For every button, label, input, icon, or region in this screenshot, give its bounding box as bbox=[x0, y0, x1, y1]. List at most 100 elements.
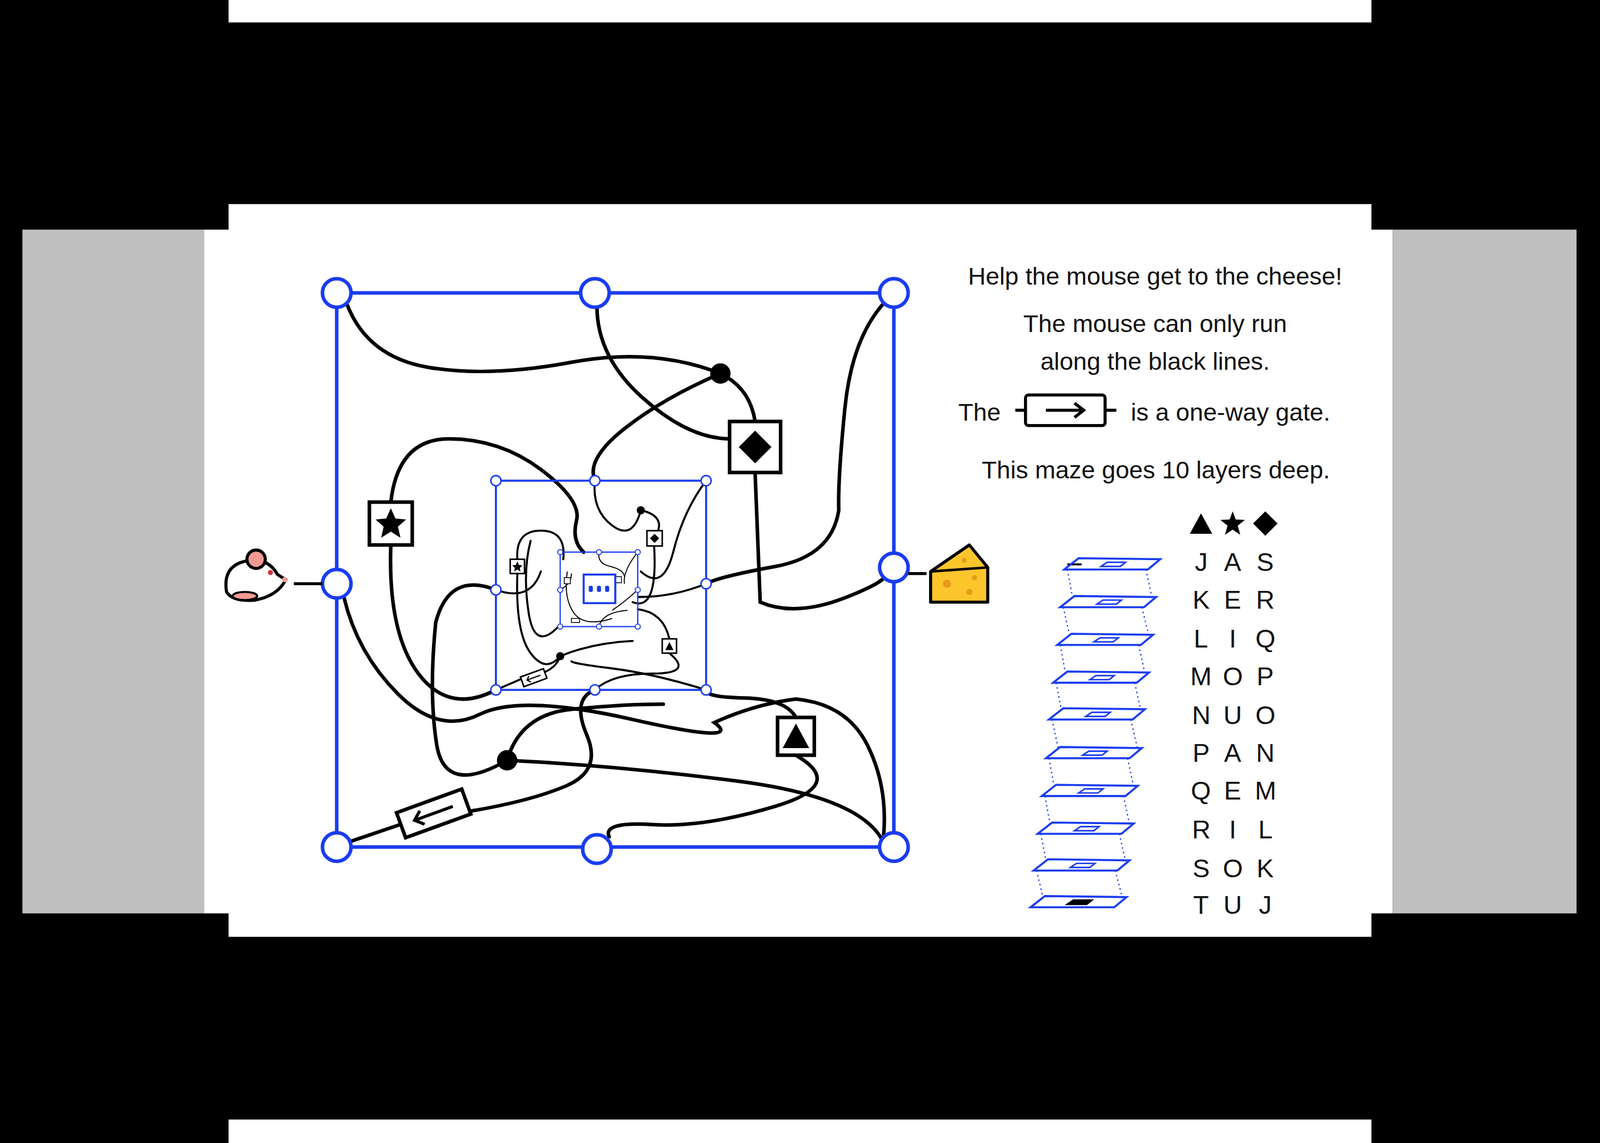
table-cell: R bbox=[1192, 814, 1211, 846]
table-cell: Q bbox=[1190, 775, 1211, 807]
node-circle bbox=[582, 834, 612, 864]
table-cell: U bbox=[1223, 700, 1243, 731]
table-cell: S bbox=[1192, 853, 1210, 884]
node-circle bbox=[589, 684, 600, 695]
maze-line bbox=[706, 301, 886, 584]
table-cell: I bbox=[1229, 814, 1237, 846]
table-cell: A bbox=[1224, 546, 1242, 578]
maze-line bbox=[598, 610, 628, 627]
node-circle bbox=[635, 624, 641, 630]
star-box bbox=[369, 502, 412, 546]
inner-square bbox=[496, 480, 707, 690]
cheese-hole bbox=[961, 557, 967, 563]
maze-line bbox=[640, 510, 659, 531]
layer-icon bbox=[1030, 896, 1127, 908]
maze-line bbox=[608, 754, 818, 837]
outer-circles bbox=[322, 278, 908, 864]
gate-box bbox=[520, 668, 547, 687]
node-circle bbox=[557, 549, 563, 555]
maze-line bbox=[560, 640, 633, 656]
instruction-text: The mouse can only run along the black l… bbox=[999, 304, 1311, 380]
dot bbox=[597, 585, 602, 592]
diamond-symbol bbox=[738, 430, 772, 464]
maze-line bbox=[496, 571, 542, 594]
mouse-eye bbox=[268, 569, 274, 575]
table-cell: O bbox=[1222, 661, 1243, 692]
node-circle bbox=[557, 587, 563, 593]
layer-icon bbox=[1053, 671, 1150, 683]
table-cell: E bbox=[1224, 775, 1242, 807]
cheese-icon bbox=[908, 545, 988, 603]
third-square bbox=[560, 552, 638, 627]
table-cell: A bbox=[1224, 737, 1242, 769]
cheese-hole bbox=[942, 579, 951, 588]
node-circle bbox=[879, 278, 908, 308]
maze-line bbox=[517, 573, 560, 665]
table-cell: M bbox=[1254, 775, 1277, 807]
table-cell: K bbox=[1256, 853, 1274, 884]
table-cell: N bbox=[1256, 737, 1275, 769]
node-circle bbox=[490, 475, 502, 486]
third-maze-lines bbox=[560, 552, 638, 627]
layer-icon bbox=[1041, 784, 1138, 796]
mouse-icon bbox=[225, 550, 323, 601]
symbol-box bbox=[729, 421, 781, 473]
maze-lines bbox=[344, 301, 886, 842]
table-cell: S bbox=[1256, 546, 1274, 578]
gate-arrow bbox=[1045, 402, 1084, 418]
node-circle bbox=[879, 832, 908, 862]
node-circle bbox=[557, 624, 563, 630]
mouse-feet bbox=[232, 592, 258, 600]
mouse-lead bbox=[293, 582, 323, 586]
cheese-hole bbox=[972, 574, 978, 580]
gate-box bbox=[571, 618, 580, 623]
grey-panel bbox=[1393, 229, 1577, 914]
node-circle bbox=[322, 569, 351, 598]
layer-icon bbox=[1049, 708, 1146, 720]
layer-icon bbox=[1057, 633, 1154, 646]
junction-blob bbox=[710, 363, 731, 384]
gate-lead bbox=[1105, 408, 1117, 412]
triangle-symbol bbox=[665, 641, 674, 650]
cheese-hole bbox=[966, 588, 973, 595]
maze-line bbox=[390, 545, 496, 700]
one-way-gate bbox=[396, 789, 471, 838]
layer-icon bbox=[1033, 859, 1130, 871]
maze-line bbox=[624, 552, 638, 584]
node-circle bbox=[701, 578, 712, 590]
node-circle bbox=[580, 278, 610, 308]
maze-line bbox=[593, 373, 721, 482]
symbol-box bbox=[564, 577, 571, 584]
node-circle bbox=[701, 475, 712, 486]
symbol-box bbox=[646, 530, 663, 547]
symbol-box bbox=[777, 717, 815, 755]
layer-icon bbox=[1037, 822, 1134, 834]
maze-line bbox=[344, 597, 885, 835]
star-symbol bbox=[375, 508, 407, 538]
cheese-wedge bbox=[930, 545, 988, 603]
layer-dotted-lines bbox=[1036, 569, 1152, 898]
white-strip bbox=[228, 0, 1372, 23]
one-way-gate bbox=[520, 668, 547, 687]
table-cell: T bbox=[1193, 889, 1210, 921]
cheese-lead bbox=[908, 572, 927, 575]
maze-line bbox=[349, 824, 400, 842]
instruction-text: is a one-way gate. bbox=[1130, 397, 1331, 428]
table-cell: I bbox=[1229, 623, 1237, 655]
table-cell: E bbox=[1224, 584, 1242, 616]
inner-circles bbox=[490, 475, 712, 695]
layer-center-filled bbox=[1067, 900, 1092, 904]
third-circles bbox=[557, 549, 641, 630]
triangle-box bbox=[777, 717, 815, 755]
ellipsis-dots bbox=[588, 585, 610, 592]
gate-arrow bbox=[525, 672, 542, 683]
maze-line bbox=[594, 480, 641, 531]
node-circle bbox=[635, 587, 641, 593]
table-cell: U bbox=[1223, 889, 1243, 921]
node-circle bbox=[596, 549, 602, 555]
star-symbol bbox=[1220, 511, 1246, 535]
inner-symbols bbox=[510, 530, 677, 687]
maze-line bbox=[637, 609, 670, 639]
